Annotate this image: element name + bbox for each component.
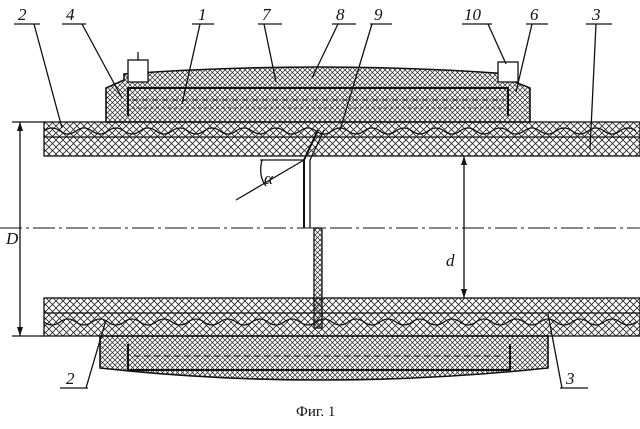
callout-7: 7: [262, 5, 272, 24]
top-coupling-sleeve: [106, 67, 530, 122]
inner-diameter-label: d: [446, 251, 455, 270]
top-pipe-wall: [44, 122, 640, 156]
figure-caption: Фиг. 1: [296, 404, 335, 420]
callout-1: 1: [198, 5, 207, 24]
callout-4: 4: [66, 5, 75, 24]
outer-diameter-label: D: [5, 229, 19, 248]
angle-label: α: [264, 169, 274, 188]
bottom-coupling-sleeve: [100, 336, 548, 380]
callout-2-top: 2: [18, 5, 27, 24]
right-bolt: [498, 62, 518, 82]
left-bolt: [128, 52, 148, 82]
callout-3-bottom: 3: [565, 369, 575, 388]
callout-8: 8: [336, 5, 345, 24]
inner-diameter-dimension: d: [446, 156, 467, 298]
angle-indicator: α: [236, 160, 304, 200]
callout-3-top: 3: [591, 5, 601, 24]
callout-6: 6: [530, 5, 539, 24]
callout-2-bottom: 2: [66, 369, 75, 388]
callout-10: 10: [464, 5, 482, 24]
callout-9: 9: [374, 5, 383, 24]
outer-diameter-dimension: D: [5, 122, 44, 336]
